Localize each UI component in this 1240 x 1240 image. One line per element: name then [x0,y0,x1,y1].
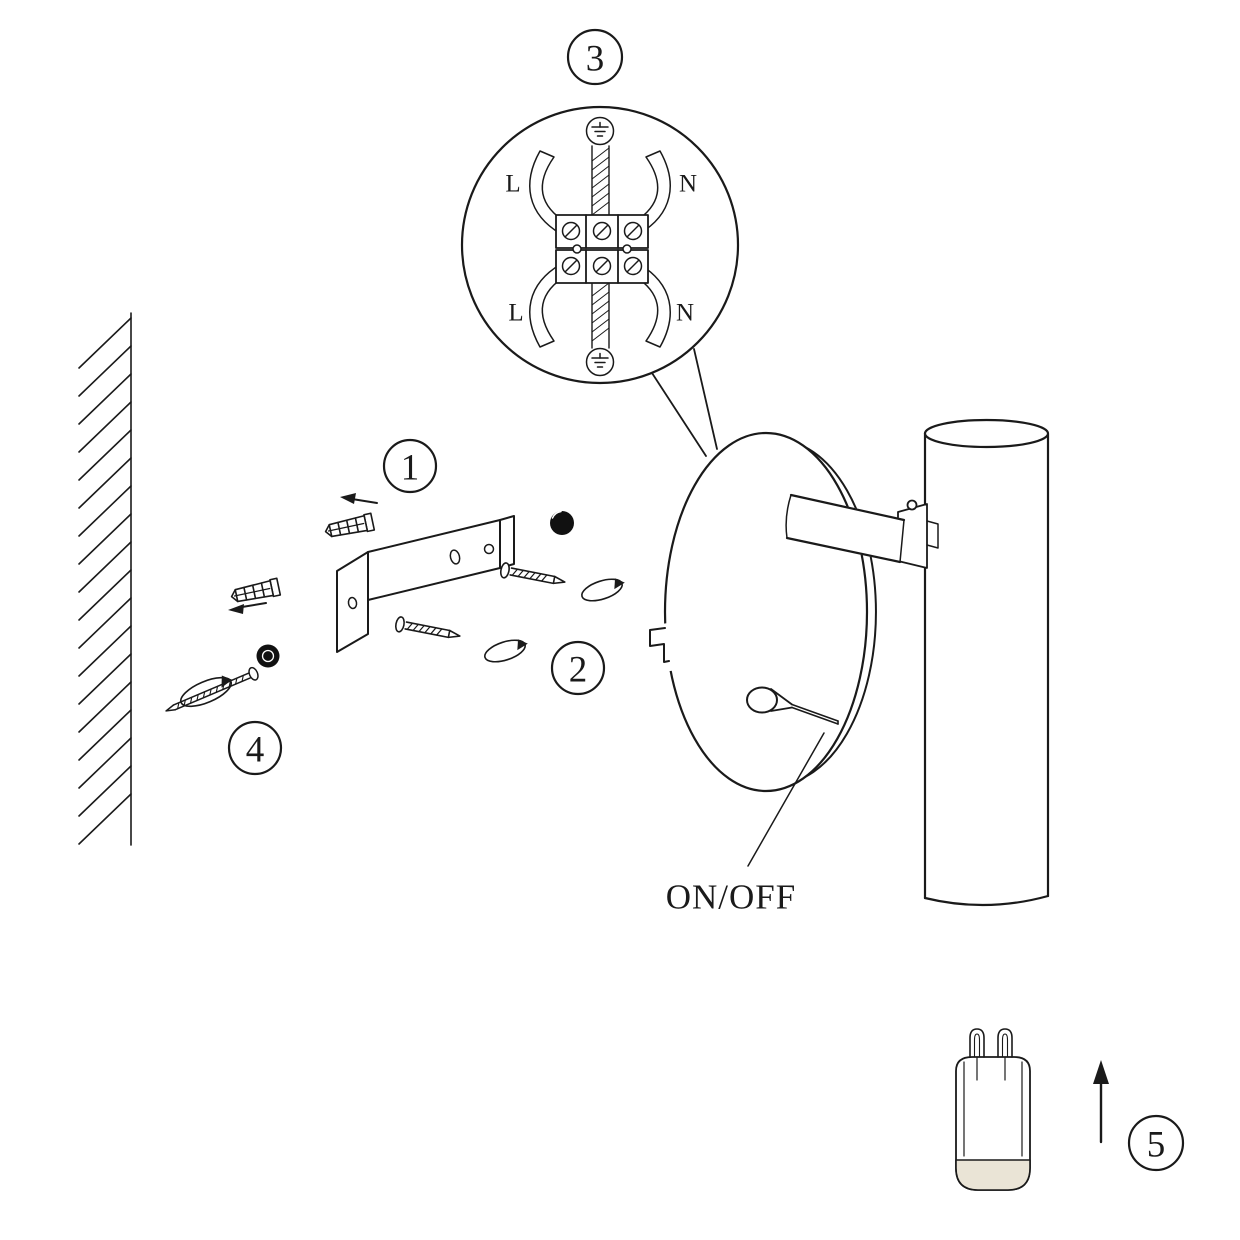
bulb-pin-left [969,1028,985,1058]
step-5-number: 5 [1147,1125,1166,1166]
lamp-tube [923,418,1050,907]
switch-label: ON/OFF [666,878,796,917]
mounting-bracket [336,515,515,653]
step-5-badge: 5 [1127,1114,1185,1172]
step-2-badge: 2 [550,640,606,696]
step-3-number: 3 [586,39,605,80]
lamp-tube-top [923,418,1050,449]
label-neutral-bottom: N [676,300,694,327]
switch-leader-line [747,732,825,867]
bracket-hole-right [483,543,495,555]
canopy-back-edge [776,439,877,785]
step-4-number: 4 [246,730,265,771]
wiring-detail-view: L N L N [460,105,740,457]
mains-cable [591,145,610,349]
rotation-arrow-2 [484,639,528,663]
wall-anchor-2 [230,577,282,603]
callout-lines [651,348,718,457]
dome-cap-nut [550,510,574,535]
label-live-bottom: L [508,300,523,327]
bracket-hole-left [347,596,358,610]
mounting-hook-slot [649,627,670,663]
canopy-plate [663,431,869,793]
long-screw [165,666,259,712]
step-1-number: 1 [401,448,420,489]
wall-hatching [78,312,132,846]
insert-arrow-2 [228,602,267,614]
step-4-badge: 4 [227,720,283,776]
bracket-screw-1 [499,562,566,585]
lamp-assembly: ON/OFF [646,418,1050,917]
round-screw-head [256,644,280,668]
wall-anchor-1 [324,512,376,538]
lamp-arm [785,493,906,564]
earth-symbol-top [585,116,615,146]
bulb-base-cap [955,1159,1031,1191]
bracket-screw-2 [394,616,461,639]
step-2-number: 2 [569,650,588,691]
switch-knob [746,686,839,725]
step-1-badge: 1 [382,438,438,494]
label-neutral-top: N [679,171,697,198]
bracket-slot-hole [449,549,461,565]
insert-arrow-1 [340,493,378,504]
arm-joint [897,499,939,569]
g9-bulb [955,1028,1031,1191]
bulb-pin-right [997,1028,1013,1058]
earth-symbol-bottom [585,347,615,377]
label-live-top: L [505,171,520,198]
insert-arrow-bulb [1093,1060,1109,1144]
rotation-arrow-1 [581,578,625,602]
step-3-badge: 3 [566,28,624,86]
terminal-block [555,214,649,284]
